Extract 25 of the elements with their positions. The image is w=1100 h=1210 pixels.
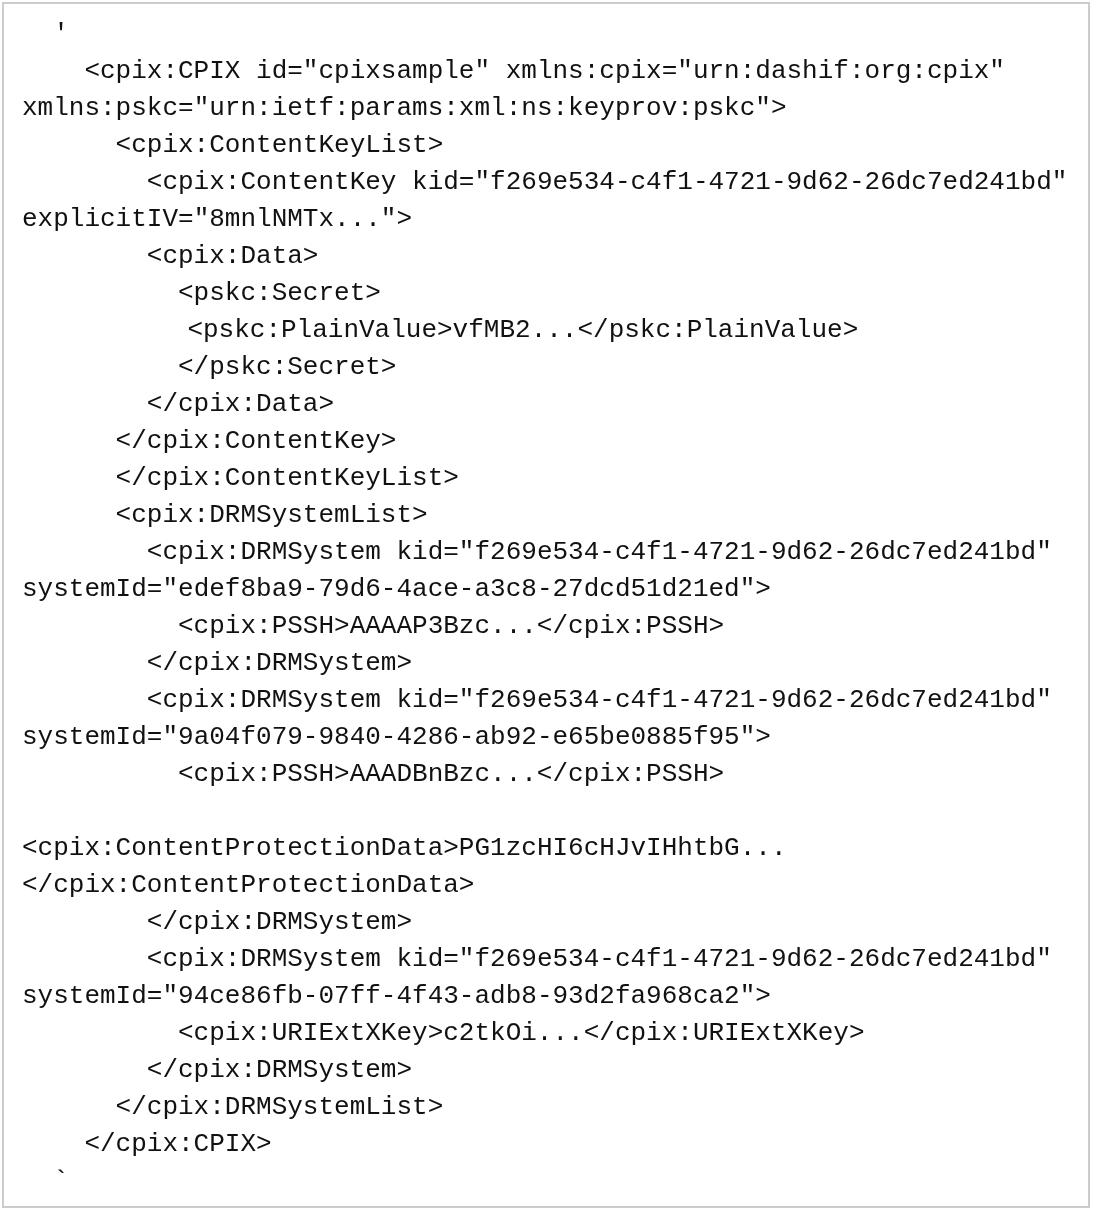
code-line: </cpix:DRMSystem> [145, 1054, 414, 1087]
code-line: ` [52, 1165, 70, 1198]
code-line: <cpix:ContentKeyList> [114, 129, 445, 162]
code-line: <pskc:PlainValue>vfMB2...</pskc:PlainValue> [186, 314, 860, 347]
code-line: <cpix:Data> [145, 240, 320, 273]
code-line: <cpix:ContentKey kid="f269e534-c4f1-4721-9d62-26dc7ed241bd" explicitIV="8mnlNMTx..."> [22, 166, 1069, 236]
code-line: <pskc:Secret> [177, 277, 382, 310]
code-line: <cpix:DRMSystem kid="f269e534-c4f1-4721-9d62-26dc7ed241bd" systemId="94ce86fb-07ff-4f43-adb8-93d2fa968ca2"> [22, 943, 1053, 1013]
code-line: </pskc:Secret> [177, 351, 398, 384]
code-line: <cpix:CPIX id="cpixsample" xmlns:cpix="urn:dashif:org:cpix" xmlns:pskc="urn:ietf:params:xml:ns:keyprov:pskc"> [22, 55, 1006, 125]
code-line: </cpix:DRMSystemList> [114, 1091, 445, 1124]
code-line: </cpix:ContentKey> [114, 425, 398, 458]
code-line: </cpix:CPIX> [83, 1128, 273, 1161]
code-line: <cpix:PSSH>AAADBnBzc...</cpix:PSSH> [177, 758, 726, 791]
code-line: <cpix:DRMSystem kid="f269e534-c4f1-4721-9d62-26dc7ed241bd" systemId="edef8ba9-79d6-4ace-a3c8-27dcd51d21ed"> [22, 536, 1053, 606]
code-line: </cpix:ContentKeyList> [114, 462, 460, 495]
code-line: </cpix:DRMSystem> [145, 647, 414, 680]
code-line: <cpix:URIExtXKey>c2tkOi...</cpix:URIExtXKey> [177, 1017, 866, 1050]
code-line: <cpix:DRMSystemList> [114, 499, 429, 532]
code-line: </cpix:DRMSystem> [145, 906, 414, 939]
code-line: <cpix:ContentProtectionData>PG1zcHI6cHJvIHhtbG...</cpix:ContentProtectionData> [22, 832, 788, 902]
code-line: ' [52, 18, 70, 51]
code-line: <cpix:PSSH>AAAAP3Bzc...</cpix:PSSH> [177, 610, 726, 643]
code-line: </cpix:Data> [145, 388, 336, 421]
code-line: <cpix:DRMSystem kid="f269e534-c4f1-4721-9d62-26dc7ed241bd" systemId="9a04f079-9840-4286-ab92-e65be0885f95"> [22, 684, 1053, 754]
